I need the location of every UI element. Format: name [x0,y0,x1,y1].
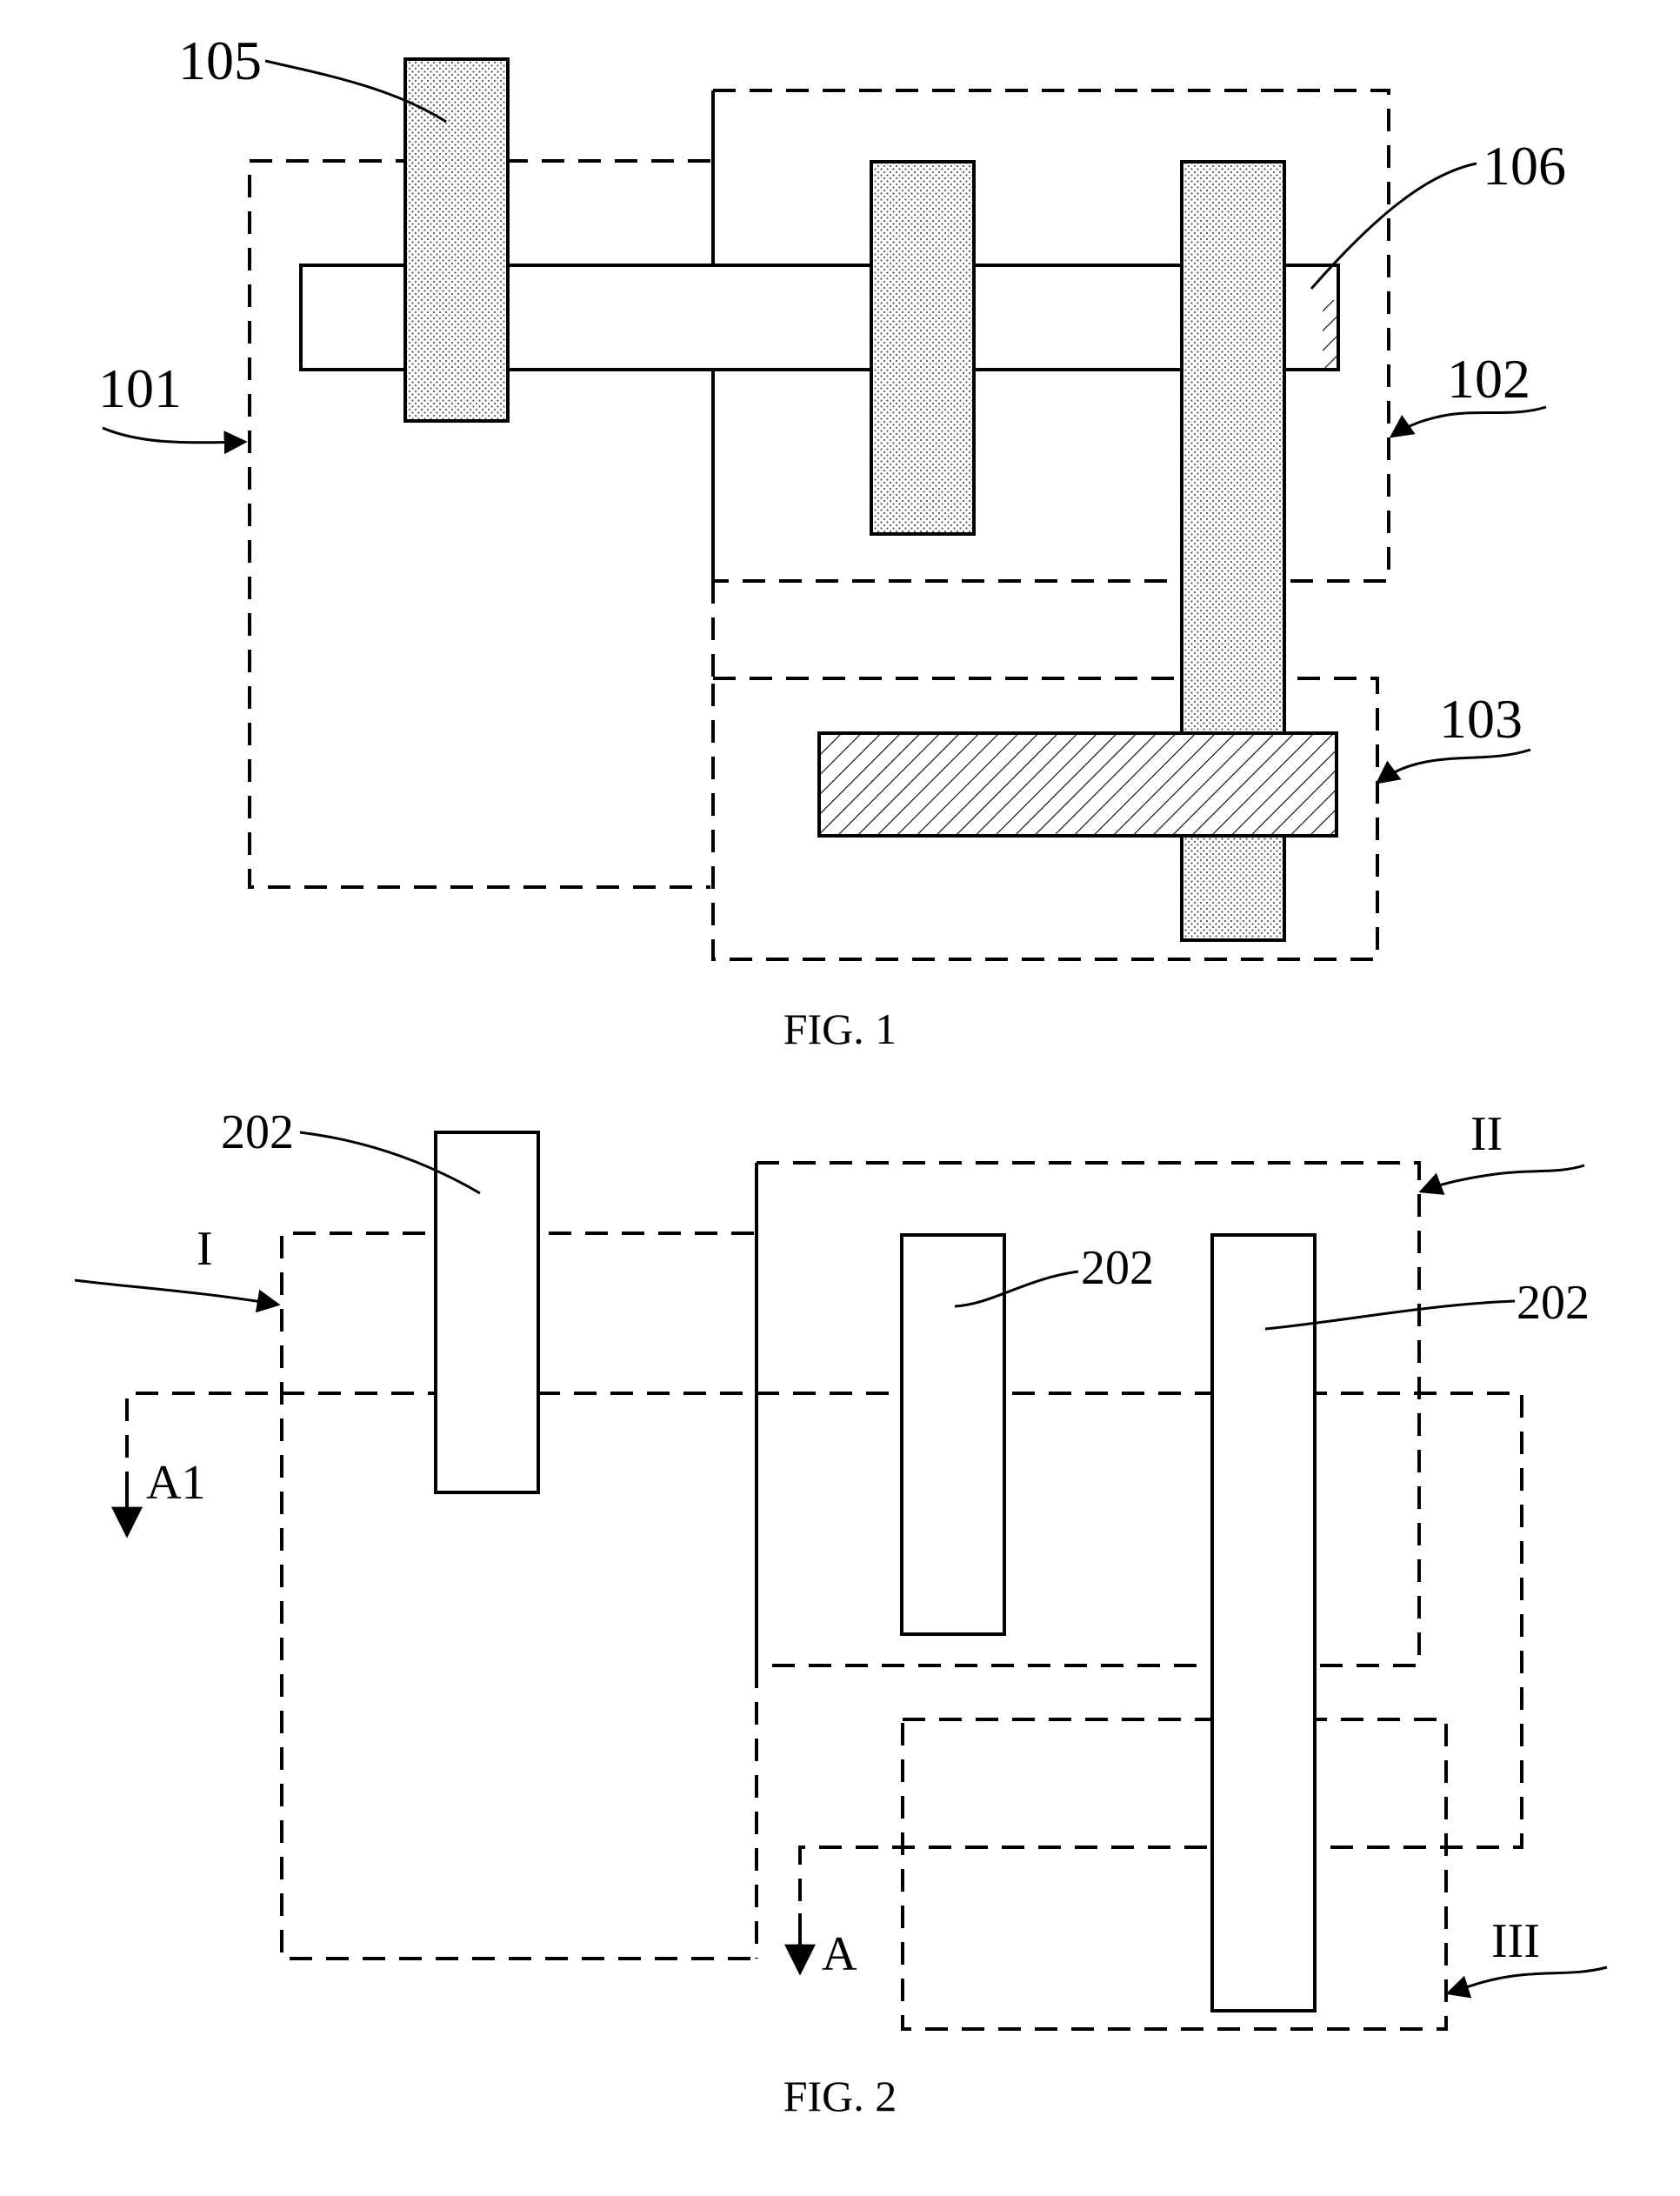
figure-1-caption: FIG. 1 [783,1005,897,1053]
gate-middle [871,162,974,534]
label-section-a: A [822,1927,857,1981]
figure-1: 105 106 101 102 103 FIG. 1 [98,30,1566,1053]
leader-region-I [75,1280,278,1305]
hatched-bar-103 [819,733,1337,836]
gate-105-left [405,59,508,421]
figure-2-caption: FIG. 2 [783,2072,897,2120]
leader-region-II [1421,1165,1584,1191]
label-region-II: II [1470,1107,1503,1161]
label-105: 105 [178,30,262,91]
label-gate-202-right: 202 [1517,1276,1590,1330]
label-102: 102 [1447,348,1530,410]
label-region-I: I [197,1222,213,1276]
leader-101 [103,428,245,443]
leader-102 [1391,407,1546,437]
leader-region-III [1448,1967,1607,1993]
label-106: 106 [1483,135,1566,197]
label-section-a1: A1 [146,1456,205,1510]
leader-103 [1377,750,1530,783]
gate-202-right [1212,1235,1315,2011]
figure-2: 202 202 202 I II III A1 A FIG. 2 [75,1105,1607,2120]
contact-106 [1323,300,1337,368]
gate-202-left [436,1132,538,1492]
label-gate-202-middle: 202 [1081,1241,1154,1295]
label-101: 101 [98,357,182,419]
region-II-outline [757,1163,1419,1665]
region-III-outline [903,1719,1446,2029]
label-103: 103 [1439,688,1523,750]
label-gate-202-left: 202 [221,1105,294,1159]
gate-202-middle [902,1235,1004,1634]
label-region-III: III [1491,1914,1540,1968]
